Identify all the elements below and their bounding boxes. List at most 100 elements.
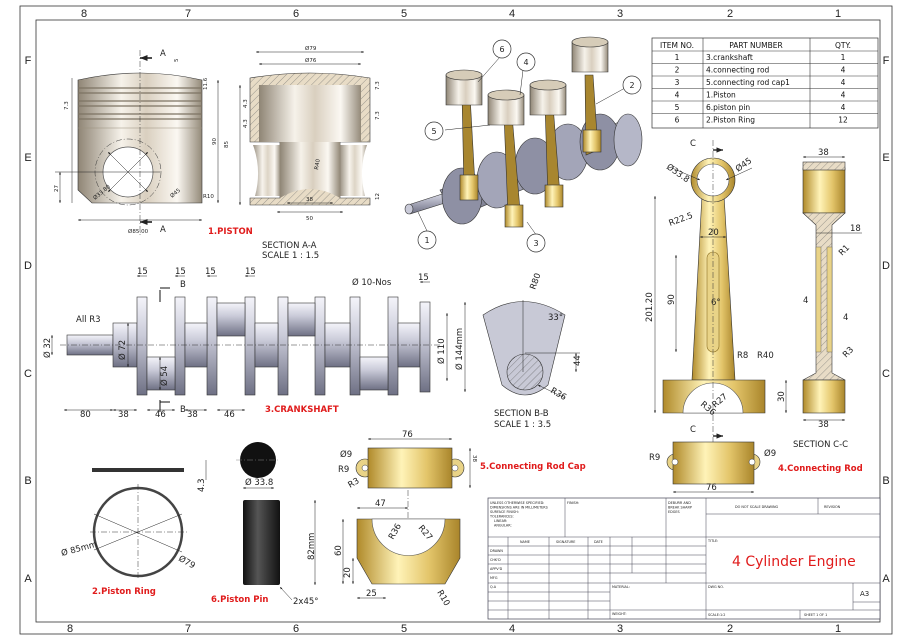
crank-webs <box>136 296 399 396</box>
title-block: UNLESS OTHERWISE SPECIFIED: DIMENSIONS A… <box>487 497 881 620</box>
drawing-title: 4 Cylinder Engine <box>732 554 856 570</box>
deburr-text: EDGES <box>668 510 680 514</box>
zone-label: 3 <box>617 8 623 20</box>
svg-text:3: 3 <box>675 78 680 87</box>
zone-label: 4 <box>509 8 515 20</box>
dimension-text: 76 <box>402 430 413 440</box>
svg-text:4: 4 <box>841 78 846 87</box>
bom-header-qty: QTY. <box>835 41 851 50</box>
zone-label: 1 <box>835 623 841 635</box>
part-label-crankshaft: 3.CRANKSHAFT <box>265 405 339 415</box>
part-label-piston-ring: 2.Piston Ring <box>92 587 156 597</box>
dimension-text: 7.3 <box>375 111 381 120</box>
svg-text:4: 4 <box>675 91 680 100</box>
section-marker-a: A <box>160 49 166 59</box>
zone-label: A <box>882 573 890 585</box>
dimension-text: 50 <box>306 216 313 222</box>
dimension-text: 47 <box>375 499 386 509</box>
spec-text: ANGULAR: <box>494 524 512 528</box>
dimension-text: Ø85.00 <box>128 228 149 235</box>
deburr-text: BREAK SHARP <box>668 506 692 510</box>
dimension-text: 85 <box>224 141 230 148</box>
dimension-text: 15 <box>137 267 148 277</box>
name-header: NAME <box>520 540 530 544</box>
signature-header: SIGNATURE <box>556 540 575 544</box>
dimension-text: 15 <box>205 267 216 277</box>
date-header: DATE <box>594 540 603 544</box>
zone-label: F <box>25 55 32 67</box>
svg-text:2: 2 <box>675 66 680 75</box>
zone-label: B <box>882 475 889 487</box>
dimension-text: 82mm <box>307 533 317 560</box>
zone-label: B <box>24 475 31 487</box>
dimension-text: Ø79 <box>305 45 317 52</box>
zone-label: 5 <box>401 8 407 20</box>
dimension-text: R40 <box>314 158 322 170</box>
sheet-size: A3 <box>860 590 869 598</box>
dimension-text: R9 <box>649 453 660 463</box>
dimension-text: 15 <box>175 267 186 277</box>
connecting-rod-view: C C Ø33.8 Ø45 R22.5 20 90 6° 201.20 R8 R… <box>645 139 787 465</box>
weight-label: WEIGHT: <box>612 612 627 616</box>
section-marker-b: B <box>180 280 186 290</box>
finish-label: FINISH: <box>567 501 579 505</box>
dimension-text: R10 <box>203 194 214 200</box>
dimension-text: 4 <box>803 296 808 306</box>
part-label-piston-pin: 6.Piston Pin <box>211 595 268 605</box>
piston-pin-view: Ø 33.8 82mm 2x45° 6.Piston Pin <box>211 442 319 607</box>
section-title: SECTION B-B <box>494 409 549 419</box>
svg-text:4.connecting rod: 4.connecting rod <box>706 66 770 75</box>
zone-label: 1 <box>835 8 841 20</box>
dimension-text: 30 <box>777 391 787 402</box>
dimension-text: R40 <box>757 351 774 361</box>
zone-label: 6 <box>293 623 299 635</box>
dimension-text: R80 <box>528 272 543 291</box>
dimension-text: Ø 110 <box>436 338 447 364</box>
zone-label: 2 <box>727 8 733 20</box>
zone-label: F <box>883 55 890 67</box>
svg-text:4: 4 <box>841 66 846 75</box>
spec-text: DIMENSIONS ARE IN MILLIMETERS <box>490 506 548 510</box>
pistons <box>445 36 609 126</box>
balloon-leaders <box>417 56 626 237</box>
balloon-2: 2 <box>622 75 642 95</box>
zone-label: 7 <box>185 623 191 635</box>
approved-label: APPV'D <box>490 567 503 571</box>
dimension-text: R8 <box>737 351 748 361</box>
zone-label: 4 <box>509 623 515 635</box>
dimension-text: 6° <box>711 298 721 308</box>
dimension-text: 4.3 <box>243 119 249 128</box>
balloon-6: 6 <box>492 39 512 59</box>
part-label-connecting-rod: 4.Connecting Rod <box>778 464 863 474</box>
section-scale: SCALE 1 : 1.5 <box>262 251 319 261</box>
dimension-text: All R3 <box>76 315 101 325</box>
piston-section-a-a: Ø79 Ø76 4.3 4.3 7.3 7.3 R40 38 50 12 SEC… <box>239 45 381 261</box>
part-label-connecting-rod-cap: 5.Connecting Rod Cap <box>480 462 586 472</box>
dimension-text: Ø45 <box>733 155 754 174</box>
dimension-text: R1 <box>837 243 852 258</box>
zone-label: 3 <box>617 623 623 635</box>
dimension-text: 25 <box>366 589 377 599</box>
dimension-text: 33° <box>548 313 563 323</box>
zone-columns-top: 8 7 6 5 4 3 2 1 <box>81 8 841 20</box>
section-marker-b: B <box>180 405 186 415</box>
section-title: SECTION C-C <box>793 440 848 450</box>
dimension-text: R9 <box>338 465 349 475</box>
connecting-rods <box>459 74 602 228</box>
balloon-5: 5 <box>424 121 444 141</box>
zone-label: D <box>882 260 890 272</box>
dimension-text: Ø 54 <box>159 366 170 386</box>
dimension-text: 90 <box>212 138 218 145</box>
crankshaft-section-b-b: R80 33° 44 R36 SECTION B-B SCALE 1 : 3.5 <box>482 272 583 430</box>
dimension-text: R3 <box>841 345 856 360</box>
zone-label: 7 <box>185 8 191 20</box>
svg-text:6: 6 <box>675 116 680 125</box>
dimension-text: Ø 85mm <box>60 539 98 559</box>
dimension-text: 38 <box>187 410 198 420</box>
